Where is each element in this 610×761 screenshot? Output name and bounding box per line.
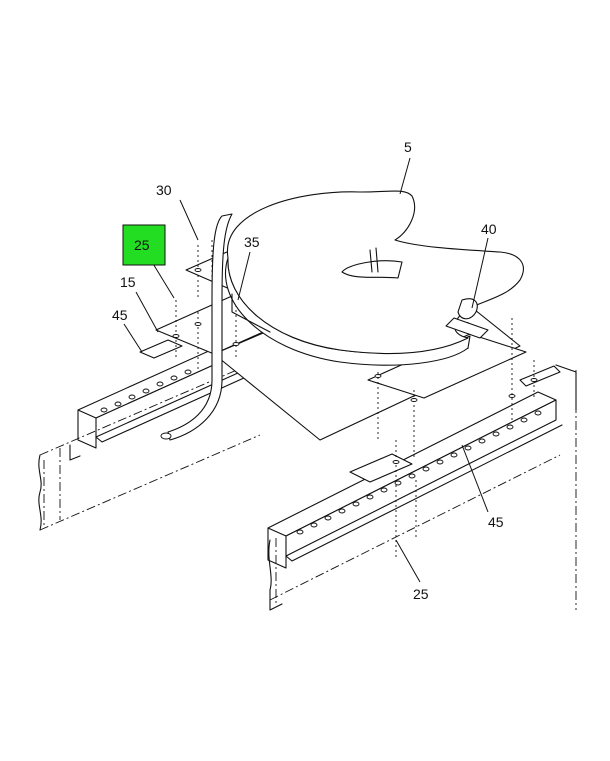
callout-40: 40 [481, 221, 497, 237]
highlight-box [122, 224, 166, 266]
fifth-wheel-plate [225, 190, 524, 366]
callout-30: 30 [156, 182, 172, 198]
callout-25-bottom: 25 [413, 586, 429, 602]
callout-45-left: 45 [112, 307, 128, 323]
callout-labels: 5 30 35 40 25 15 45 45 25 [112, 139, 504, 602]
right-rail-holes [296, 410, 542, 535]
release-strap [160, 213, 233, 441]
locking-jaw [457, 298, 478, 320]
callout-45-right: 45 [488, 514, 504, 530]
callout-5: 5 [404, 139, 412, 155]
callout-25-highlighted: 25 [134, 237, 150, 253]
left-shim-plate [139, 339, 183, 359]
leader-lines [123, 157, 489, 583]
left-rail-holes [100, 369, 192, 413]
callout-35: 35 [244, 234, 260, 250]
callout-15: 15 [120, 274, 136, 290]
